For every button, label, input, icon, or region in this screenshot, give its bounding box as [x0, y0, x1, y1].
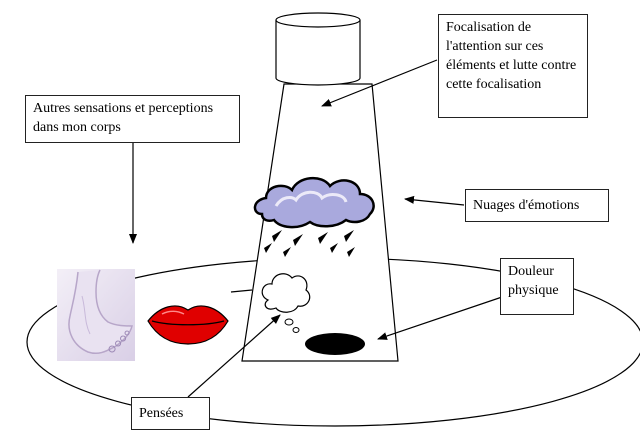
label-focus-text: Focalisation de l'attention sur ces élém… — [446, 20, 577, 92]
label-emotion-clouds: Nuages d'émotions — [465, 189, 609, 222]
arrow-thoughts — [187, 314, 281, 398]
thought-bubble-icon — [261, 273, 311, 333]
arrow-focus — [321, 59, 438, 107]
dash-mark — [230, 289, 253, 293]
label-physical-pain: Douleur physique — [500, 258, 574, 315]
label-thoughts-text: Pensées — [139, 406, 184, 421]
label-other-sensations: Autres sensations et perceptions dans mo… — [25, 95, 240, 143]
spotlight-projector-icon — [275, 12, 361, 86]
label-emotion-clouds-text: Nuages d'émotions — [473, 198, 580, 213]
arrow-emotion-clouds — [404, 195, 465, 206]
pain-blob-icon — [305, 333, 365, 355]
arrow-physical-pain — [377, 295, 506, 340]
foot-icon — [57, 269, 135, 361]
label-other-sensations-text: Autres sensations et perceptions dans mo… — [33, 101, 214, 135]
lips-icon — [147, 305, 229, 345]
label-physical-pain-text: Douleur physique — [508, 264, 559, 298]
label-thoughts: Pensées — [131, 397, 210, 430]
label-focus: Focalisation de l'attention sur ces élém… — [438, 14, 588, 118]
storm-cloud-icon — [253, 177, 375, 257]
